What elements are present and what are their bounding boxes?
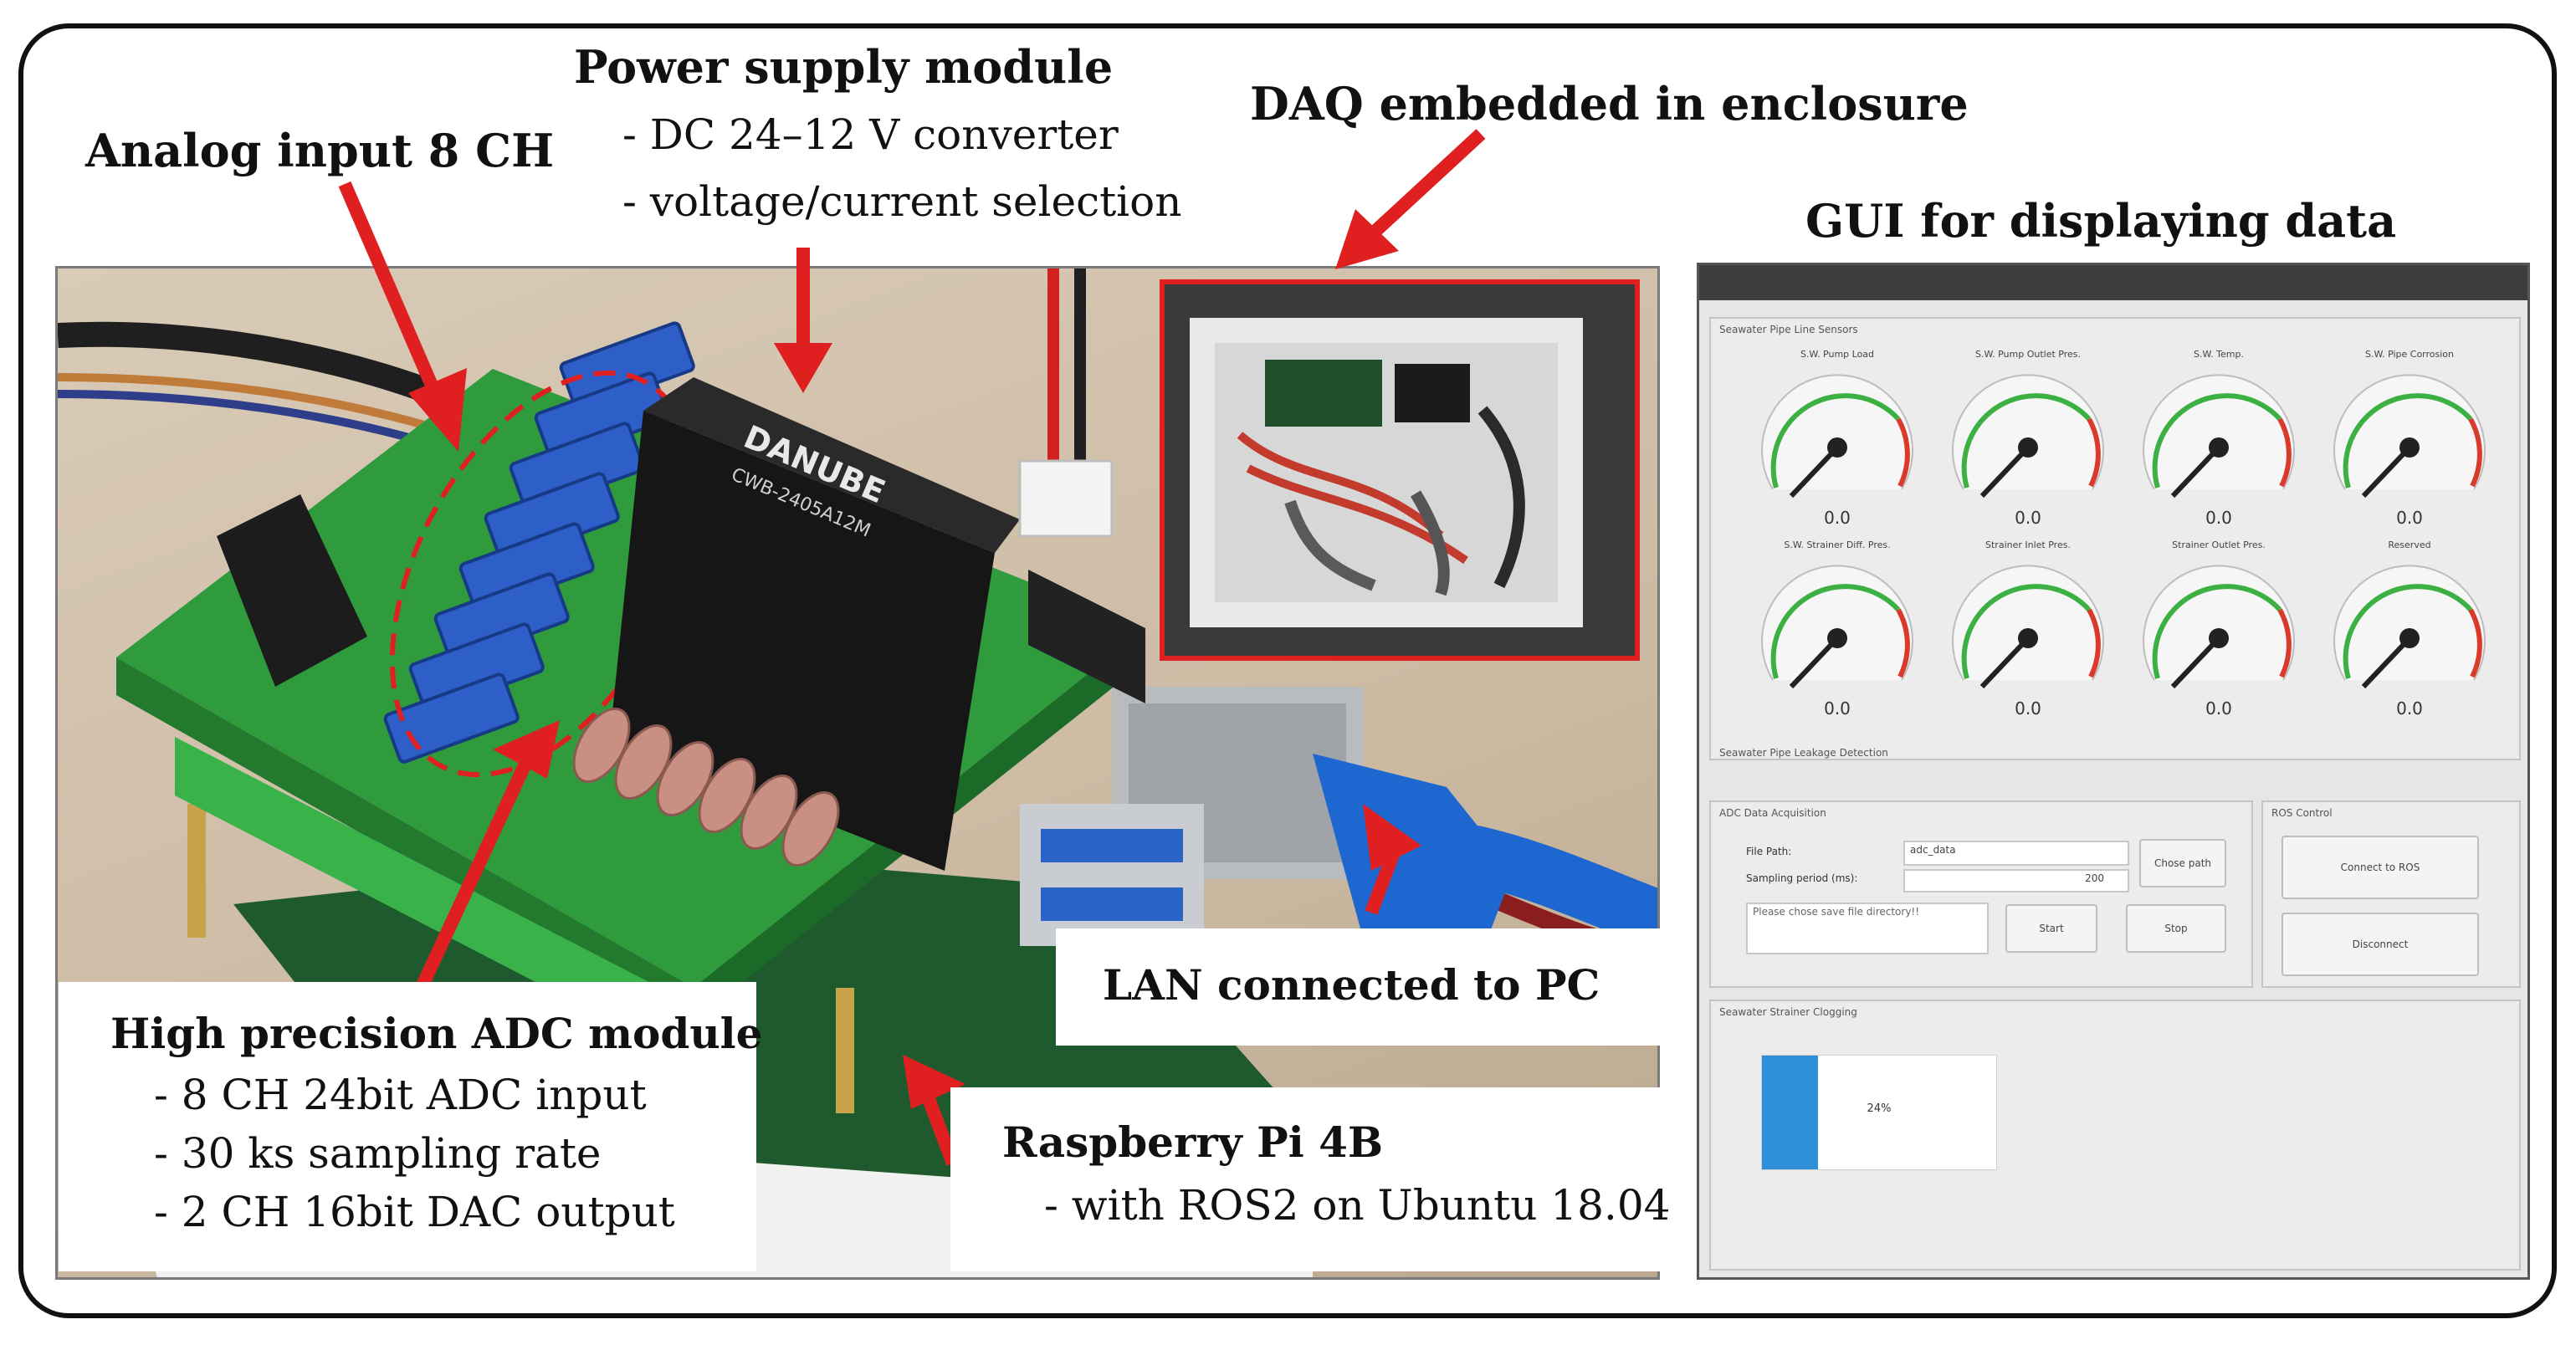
choose-path-button[interactable]: Chose path (2139, 839, 2226, 887)
gauge-value: 0.0 (1824, 698, 1851, 719)
gui-title-bar (1699, 265, 2527, 300)
gauge-title: Strainer Inlet Pres. (1985, 540, 2071, 550)
gauge-dial (1761, 565, 1913, 689)
lan-callout: LAN connected to PC (1056, 928, 1662, 1046)
gauge: Strainer Outlet Pres. 0.0 (2129, 540, 2308, 724)
clogging-panel-title: Seawater Strainer Clogging (1719, 1006, 1857, 1018)
adc-title: High precision ADC module (110, 1009, 763, 1058)
clogging-progress-fill (1762, 1056, 1819, 1169)
gauge-value: 0.0 (2396, 698, 2423, 719)
daq-enclosure-photo (1160, 279, 1640, 661)
rpi-title: Raspberry Pi 4B (1002, 1117, 1384, 1167)
adc-line2: - 30 ks sampling rate (154, 1129, 602, 1178)
gauge-dial (1952, 374, 2104, 499)
gui-window: Seawater Pipe Line Sensors S.W. Pump Loa… (1697, 263, 2530, 1280)
file-path-label: File Path: (1746, 846, 1792, 857)
gauge-value: 0.0 (2396, 508, 2423, 528)
gauge: S.W. Pump Outlet Pres. 0.0 (1938, 349, 2118, 533)
sampling-period-label: Sampling period (ms): (1746, 872, 1858, 884)
gauge-value: 0.0 (1824, 508, 1851, 528)
gauge-title: S.W. Strainer Diff. Pres. (1784, 540, 1891, 550)
stop-button[interactable]: Stop (2126, 904, 2226, 953)
gauge-title: S.W. Temp. (2194, 349, 2244, 360)
connect-ros-button[interactable]: Connect to ROS (2282, 836, 2479, 899)
adc-panel-title: ADC Data Acquisition (1719, 807, 1826, 819)
gauge-dial (1952, 565, 2104, 689)
gauge: S.W. Pump Load 0.0 (1748, 349, 1927, 533)
rpi-callout: Raspberry Pi 4B - with ROS2 on Ubuntu 18… (950, 1087, 1670, 1271)
power-supply-line1: - DC 24–12 V converter (622, 110, 1119, 159)
power-supply-title: Power supply module (574, 40, 1114, 94)
clogging-percent-label: 24% (1867, 1102, 1892, 1115)
adc-line3: - 2 CH 16bit DAC output (154, 1188, 675, 1236)
power-supply-line2: - voltage/current selection (622, 177, 1182, 226)
gauge-dial (2143, 374, 2295, 499)
gauge-title: Reserved (2388, 540, 2431, 550)
gui-title-label: GUI for displaying data (1805, 194, 2397, 248)
gauge: S.W. Pipe Corrosion 0.0 (2320, 349, 2499, 533)
gauge-dial (2333, 565, 2486, 689)
sampling-period-spinbox[interactable]: 200 (1903, 869, 2129, 892)
clogging-panel: Seawater Strainer Clogging 24% (1709, 1000, 2521, 1271)
gauge-dial (2143, 565, 2295, 689)
gauge-value: 0.0 (2015, 508, 2041, 528)
rpi-line1: - with ROS2 on Ubuntu 18.04 (1044, 1181, 1671, 1230)
gauge-title: S.W. Pump Outlet Pres. (1975, 349, 2081, 360)
gauge: S.W. Strainer Diff. Pres. 0.0 (1748, 540, 1927, 724)
clogging-progress-bar: 24% (1761, 1055, 1997, 1170)
ros-panel-title: ROS Control (2271, 807, 2333, 819)
adc-line1: - 8 CH 24bit ADC input (154, 1071, 647, 1119)
disconnect-button[interactable]: Disconnect (2282, 913, 2479, 976)
gauge-title: S.W. Pump Load (1800, 349, 1875, 360)
gauge: Strainer Inlet Pres. 0.0 (1938, 540, 2118, 724)
figure-frame (18, 23, 2557, 1318)
save-directory-field[interactable]: Please chose save file directory!! (1746, 903, 1989, 954)
sensors-panel-title: Seawater Pipe Line Sensors (1719, 324, 1858, 335)
file-path-input[interactable]: adc_data (1903, 841, 2129, 866)
analog-input-label: Analog input 8 CH (85, 124, 555, 177)
gauge-dial (1761, 374, 1913, 499)
leakage-panel-title: Seawater Pipe Leakage Detection (1719, 747, 1888, 759)
gauge-title: S.W. Pipe Corrosion (2364, 349, 2455, 360)
gauge-value: 0.0 (2205, 698, 2232, 719)
gauge: Reserved 0.0 (2320, 540, 2499, 724)
gauge-dial (2333, 374, 2486, 499)
adc-acquisition-panel: ADC Data Acquisition File Path: adc_data… (1709, 800, 2253, 988)
gauge-value: 0.0 (2205, 508, 2232, 528)
gauge-value: 0.0 (2015, 698, 2041, 719)
start-button[interactable]: Start (2005, 904, 2097, 953)
ros-control-panel: ROS Control Connect to ROS Disconnect (2261, 800, 2521, 988)
adc-callout: High precision ADC module - 8 CH 24bit A… (59, 982, 763, 1271)
daq-enclosure-label: DAQ embedded in enclosure (1250, 77, 1969, 130)
lan-label: LAN connected to PC (1103, 960, 1600, 1010)
gauge: S.W. Temp. 0.0 (2129, 349, 2308, 533)
sensors-panel: Seawater Pipe Line Sensors S.W. Pump Loa… (1709, 317, 2521, 760)
gauge-title: Strainer Outlet Pres. (2172, 540, 2266, 550)
